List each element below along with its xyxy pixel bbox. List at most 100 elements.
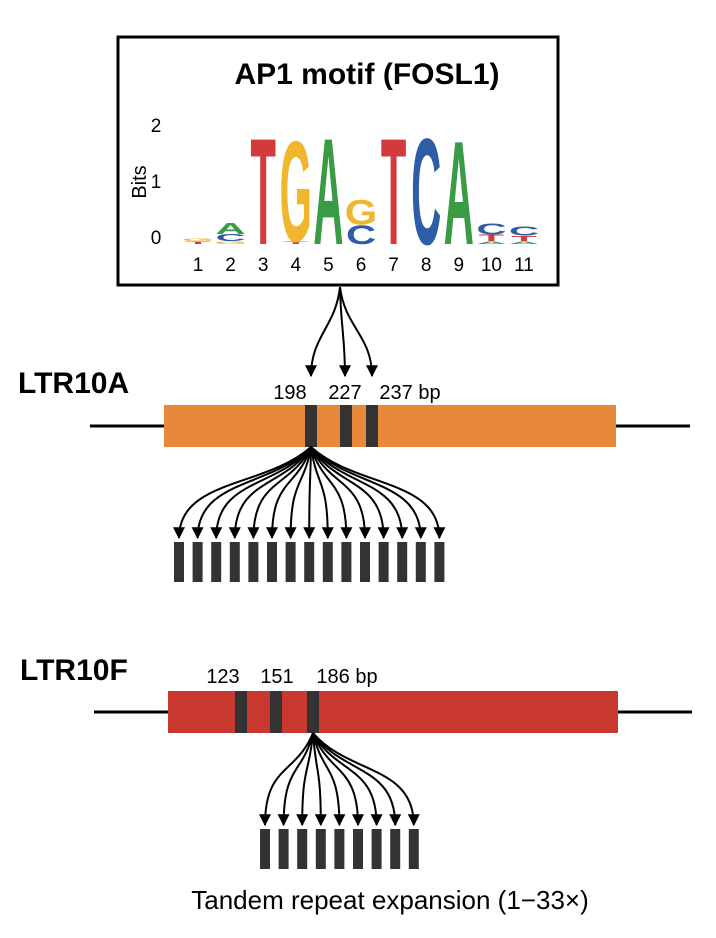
- position-label: 7: [388, 255, 399, 276]
- logo-letter-C: C: [476, 221, 506, 238]
- logo-letter-T: T: [250, 106, 275, 276]
- logo-letter-G: G: [280, 112, 312, 272]
- repeat-block: [434, 542, 445, 582]
- repeat-block: [315, 829, 326, 869]
- repeat-block: [360, 542, 370, 582]
- repeat-block: [248, 542, 259, 582]
- expansion-arrow: [228, 446, 312, 540]
- motif-to-ltr10a-arrows: [305, 286, 378, 378]
- motif-arrow: [305, 286, 341, 378]
- logo-letter-A: A: [313, 106, 343, 276]
- logo-letter-A: A: [509, 241, 539, 245]
- expansion-arrow: [277, 732, 314, 827]
- repeat-block: [415, 542, 426, 582]
- ltr10f-panel: LTR10F 123 151 186 bp: [20, 654, 692, 869]
- logo-letter-T: T: [479, 233, 505, 243]
- ltr10f-pos-1: 123: [206, 666, 239, 688]
- position-label: 4: [291, 255, 302, 276]
- position-label: 8: [421, 255, 432, 276]
- repeat-block: [174, 542, 184, 582]
- expansion-arrow: [310, 446, 409, 540]
- logo-letter-C: C: [411, 106, 441, 276]
- repeat-block: [211, 542, 222, 582]
- motif-arrow: [338, 286, 351, 378]
- expansion-arrow: [312, 732, 346, 827]
- repeat-block: [285, 542, 296, 582]
- ytick-0: 0: [151, 228, 162, 249]
- ytick-2: 2: [151, 116, 162, 137]
- position-label: 9: [454, 255, 465, 276]
- logo-letter-A: A: [444, 112, 474, 277]
- expansion-arrow: [312, 732, 327, 827]
- expansion-arrow: [312, 732, 402, 827]
- ltr10a-pos-2: 227: [328, 382, 361, 404]
- ltr10a-tandem-repeats: [174, 542, 445, 582]
- caption: Tandem repeat expansion (1−33×): [191, 885, 589, 915]
- ltr10f-site-2: [270, 691, 282, 733]
- logo-letter-C: C: [216, 233, 246, 244]
- repeat-block: [278, 829, 289, 869]
- motif-title: AP1 motif (FOSL1): [234, 58, 499, 91]
- ltr10a-panel: LTR10A 198 227 237 bp: [18, 367, 690, 582]
- repeat-block: [192, 542, 203, 582]
- ltr10f-site-3: [307, 691, 319, 733]
- ltr10a-pos-1: 198: [273, 382, 306, 404]
- motif-frame: [116, 35, 560, 287]
- repeat-block: [260, 829, 270, 869]
- expansion-arrow: [312, 732, 420, 827]
- expansion-arrow: [266, 446, 312, 540]
- ltr10f-label: LTR10F: [20, 654, 128, 687]
- expansion-arrow: [210, 446, 312, 540]
- expansion-arrow: [173, 446, 312, 540]
- logo-letter-C: C: [509, 224, 539, 239]
- logo-letter-T: T: [511, 234, 536, 243]
- expansion-arrow: [296, 732, 314, 827]
- repeat-block: [229, 542, 240, 582]
- ytick-1: 1: [151, 172, 162, 193]
- logo-letter-C: C: [346, 220, 376, 250]
- repeat-block: [304, 542, 315, 582]
- expansion-arrow: [310, 446, 353, 540]
- logo-letter-T: T: [283, 241, 308, 245]
- expansion-arrow: [312, 732, 383, 827]
- expansion-arrow: [284, 446, 312, 540]
- repeat-block: [408, 829, 419, 869]
- position-label: 6: [356, 255, 367, 276]
- repeat-block: [397, 542, 408, 582]
- expansion-arrow: [310, 446, 446, 540]
- expansion-arrow: [259, 732, 314, 827]
- logo-letter-G: G: [345, 193, 377, 232]
- ltr10f-tandem-repeats: [260, 829, 419, 869]
- logo-letter-T: T: [185, 241, 210, 245]
- ltr10a-expansion-arrows: [173, 446, 446, 540]
- logo-letter-G: G: [214, 241, 246, 245]
- repeat-block: [334, 829, 345, 869]
- repeat-block: [322, 542, 333, 582]
- repeat-block: [371, 829, 382, 869]
- expansion-arrow: [310, 446, 371, 540]
- logo-letter-A: A: [216, 220, 246, 237]
- position-label: 5: [323, 255, 334, 276]
- expansion-arrow: [310, 446, 390, 540]
- position-label: 10: [481, 255, 502, 276]
- ltr10f-expansion-arrows: [259, 732, 420, 827]
- position-label: 2: [225, 255, 236, 276]
- ltr10a-site-3: [366, 405, 378, 447]
- repeat-block: [378, 542, 389, 582]
- ltr10a-element: [164, 405, 616, 447]
- expansion-arrow: [312, 732, 364, 827]
- ltr10f-pos-2: 151: [260, 666, 293, 688]
- expansion-arrow: [191, 446, 312, 540]
- expansion-arrow: [303, 446, 316, 540]
- expansion-arrow: [310, 446, 427, 540]
- repeat-block: [267, 542, 277, 582]
- ltr10a-site-1: [305, 405, 317, 447]
- position-label: 3: [258, 255, 269, 276]
- repeat-block: [390, 829, 401, 869]
- expansion-arrow: [247, 446, 312, 540]
- ltr10a-pos-3: 237 bp: [379, 382, 440, 404]
